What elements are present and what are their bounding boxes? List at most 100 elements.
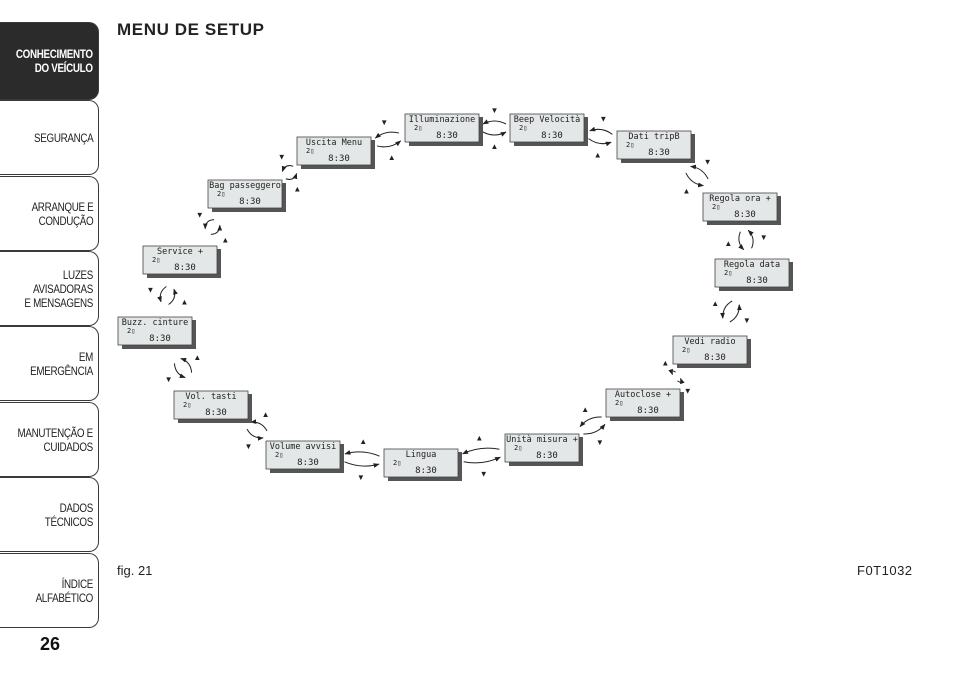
screen-clock: 8:30 [415,466,437,476]
screen-title: Uscita Menu [306,138,362,148]
transition-arrow [579,416,602,428]
button-down-icon: ▼ [491,106,499,115]
button-down-icon: ▼ [596,438,604,447]
button-up-icon: ▲ [491,142,499,151]
menu-screen: Regola ora +2▯8:30 [702,192,781,225]
screen-shadow [270,444,344,473]
sidebar-tab-4[interactable]: LUZES AVISADORAS E MENSAGENS [0,251,99,326]
transition-arrow [281,165,294,173]
screen-title: Regola data [724,260,780,270]
screen-gear-indicator: 2▯ [615,399,623,407]
sidebar-tab-6[interactable]: MANUTENÇÃO E CUIDADOS [0,402,99,477]
screen-gear-indicator: 2▯ [514,444,522,452]
screen-gear-indicator: 2▯ [217,190,225,198]
screen-shadow [677,339,751,368]
screen-clock: 8:30 [174,263,196,273]
screen-shadow [514,117,588,146]
button-down-icon: ▼ [357,473,365,482]
screen-face [207,179,283,209]
menu-screen: Unità misura +2▯8:30 [504,433,583,466]
screen-clock: 8:30 [536,451,558,461]
screen-shadow [147,249,221,278]
transition-arrow [344,450,380,457]
screen-face [504,433,580,463]
sidebar-tab-1[interactable]: CONHECIMENTO DO VEÍCULO [0,22,99,100]
screen-shadow [388,452,462,481]
button-down-icon: ▼ [760,233,768,242]
sidebar-tab-7[interactable]: DADOS TÉCNICOS [0,477,99,552]
button-down-icon: ▼ [743,316,751,325]
screen-face [404,113,480,143]
button-up-icon: ▲ [359,437,367,446]
sidebar-tab-label: EM EMERGÊNCIA [30,349,93,378]
button-up-icon: ▲ [724,239,732,248]
transition-arrow [462,447,500,455]
screen-title: Volume avvisi [270,442,337,452]
screen-shadow [301,140,375,169]
screen-title: Vedi radio [684,337,735,347]
transition-arrow [729,304,742,323]
button-up-icon: ▲ [293,185,301,194]
button-up-icon: ▲ [661,358,669,367]
sidebar-tab-2[interactable]: SEGURANÇA [0,100,99,175]
screen-face [265,440,341,470]
screen-gear-indicator: 2▯ [626,141,634,149]
screen-title: Bag passeggero [209,181,281,191]
sidebar-tab-label: CONHECIMENTO DO VEÍCULO [16,47,93,75]
screen-shadow [122,320,196,349]
screen-face [509,113,585,143]
screen-clock: 8:30 [734,210,756,220]
sidebar-tab-label: MANUTENÇÃO E CUIDADOS [17,425,94,454]
screen-face [672,335,748,365]
screen-face [296,136,372,166]
button-up-icon: ▲ [475,434,483,443]
button-down-icon: ▼ [196,210,204,219]
screen-clock: 8:30 [205,408,227,418]
screen-gear-indicator: 2▯ [152,256,160,264]
screen-face [142,245,218,275]
screen-gear-indicator: 2▯ [519,124,527,132]
screen-title: Beep Velocità [514,115,581,125]
button-down-icon: ▼ [147,286,155,295]
sidebar-tab-5[interactable]: EM EMERGÊNCIA [0,326,99,401]
transition-arrow [202,219,215,230]
transition-arrow [589,126,613,135]
screen-gear-indicator: 2▯ [127,327,135,335]
screen-shadow [621,134,695,163]
sidebar-tab-label: ÍNDICE ALFABÉTICO [35,576,94,605]
sidebar-tab-3[interactable]: ARRANQUE E CONDUÇÃO [0,176,99,251]
sidebar-tab-label: SEGURANÇA [33,130,94,145]
screen-gear-indicator: 2▯ [724,269,732,277]
button-up-icon: ▲ [388,153,396,162]
button-up-icon: ▲ [711,299,719,308]
button-up-icon: ▲ [262,410,270,419]
transition-arrow [374,131,400,139]
screen-title: Buzz. cinture [122,318,189,328]
screen-title: Lingua [406,450,437,460]
screen-face [702,192,778,222]
button-up-icon: ▲ [221,236,229,245]
menu-screen: Service +2▯ 8:30 [142,245,221,278]
transition-arrow [168,288,178,305]
transition-arrow [157,286,167,303]
transition-arrow [685,172,705,188]
sidebar-tab-label: LUZES AVISADORAS E MENSAGENS [24,267,93,310]
screen-title: Service + [157,247,203,257]
screen-clock: 8:30 [704,353,726,363]
screen-clock: 8:30 [328,154,350,164]
figure-code: F0T1032 [857,563,913,578]
transition-arrow [689,164,709,180]
screen-clock: 8:30 [239,197,261,207]
screen-shadow [707,196,781,225]
transition-arrow [210,224,223,235]
transition-arrow [344,461,380,468]
transition-arrow [250,419,268,432]
sidebar-tab-8[interactable]: ÍNDICE ALFABÉTICO [0,553,99,628]
